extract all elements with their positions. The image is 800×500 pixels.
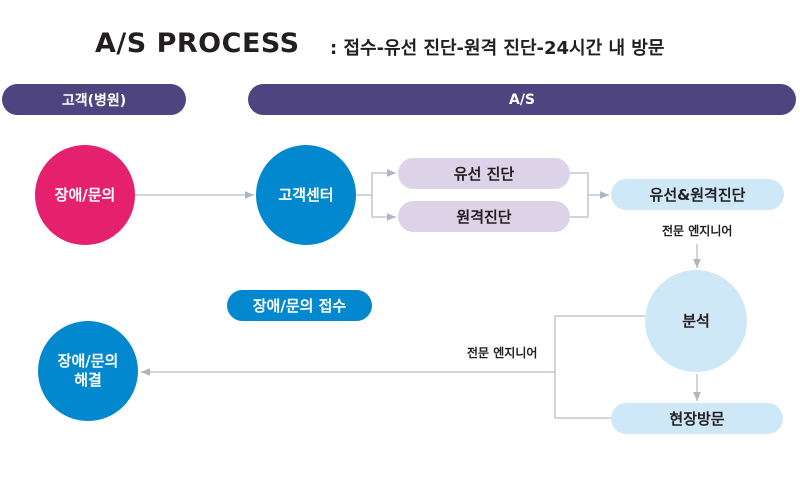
node-issue-resolved: 장애/문의 해결 bbox=[38, 321, 138, 421]
connector-wired-out bbox=[570, 172, 589, 218]
node-analysis: 분석 bbox=[645, 270, 747, 372]
lane-header-customer: 고객(병원) bbox=[2, 84, 186, 115]
connector-analysis-back bbox=[554, 315, 645, 419]
node-issue-received: 장애/문의 접수 bbox=[227, 290, 372, 321]
arrow-center-to-wired bbox=[356, 169, 396, 196]
node-wired-diagnosis: 유선 진단 bbox=[398, 158, 570, 189]
node-label: 장애/문의 bbox=[54, 185, 116, 204]
page-subtitle: : 접수-유선 진단-원격 진단-24시간 내 방문 bbox=[330, 38, 665, 59]
lane-header-as: A/S bbox=[248, 84, 796, 115]
label-engineer-bottom: 전문 엔지니어 bbox=[467, 346, 538, 360]
arrow-center-to-remote bbox=[371, 195, 396, 221]
node-issue-inquiry: 장애/문의 bbox=[35, 145, 135, 245]
node-label: 분석 bbox=[682, 311, 710, 330]
node-site-visit: 현장방문 bbox=[611, 403, 783, 434]
node-label: 고객센터 bbox=[278, 185, 334, 204]
page-title: A/S PROCESS bbox=[95, 28, 300, 59]
node-customer-center: 고객센터 bbox=[256, 145, 356, 245]
node-remote-diagnosis: 원격진단 bbox=[398, 201, 570, 232]
label-engineer-top: 전문 엔지니어 bbox=[662, 224, 733, 238]
node-label-line1: 장애/문의 bbox=[57, 352, 119, 370]
node-label-line2: 해결 bbox=[74, 371, 102, 389]
node-combined-diagnosis: 유선&원격진단 bbox=[611, 179, 784, 210]
